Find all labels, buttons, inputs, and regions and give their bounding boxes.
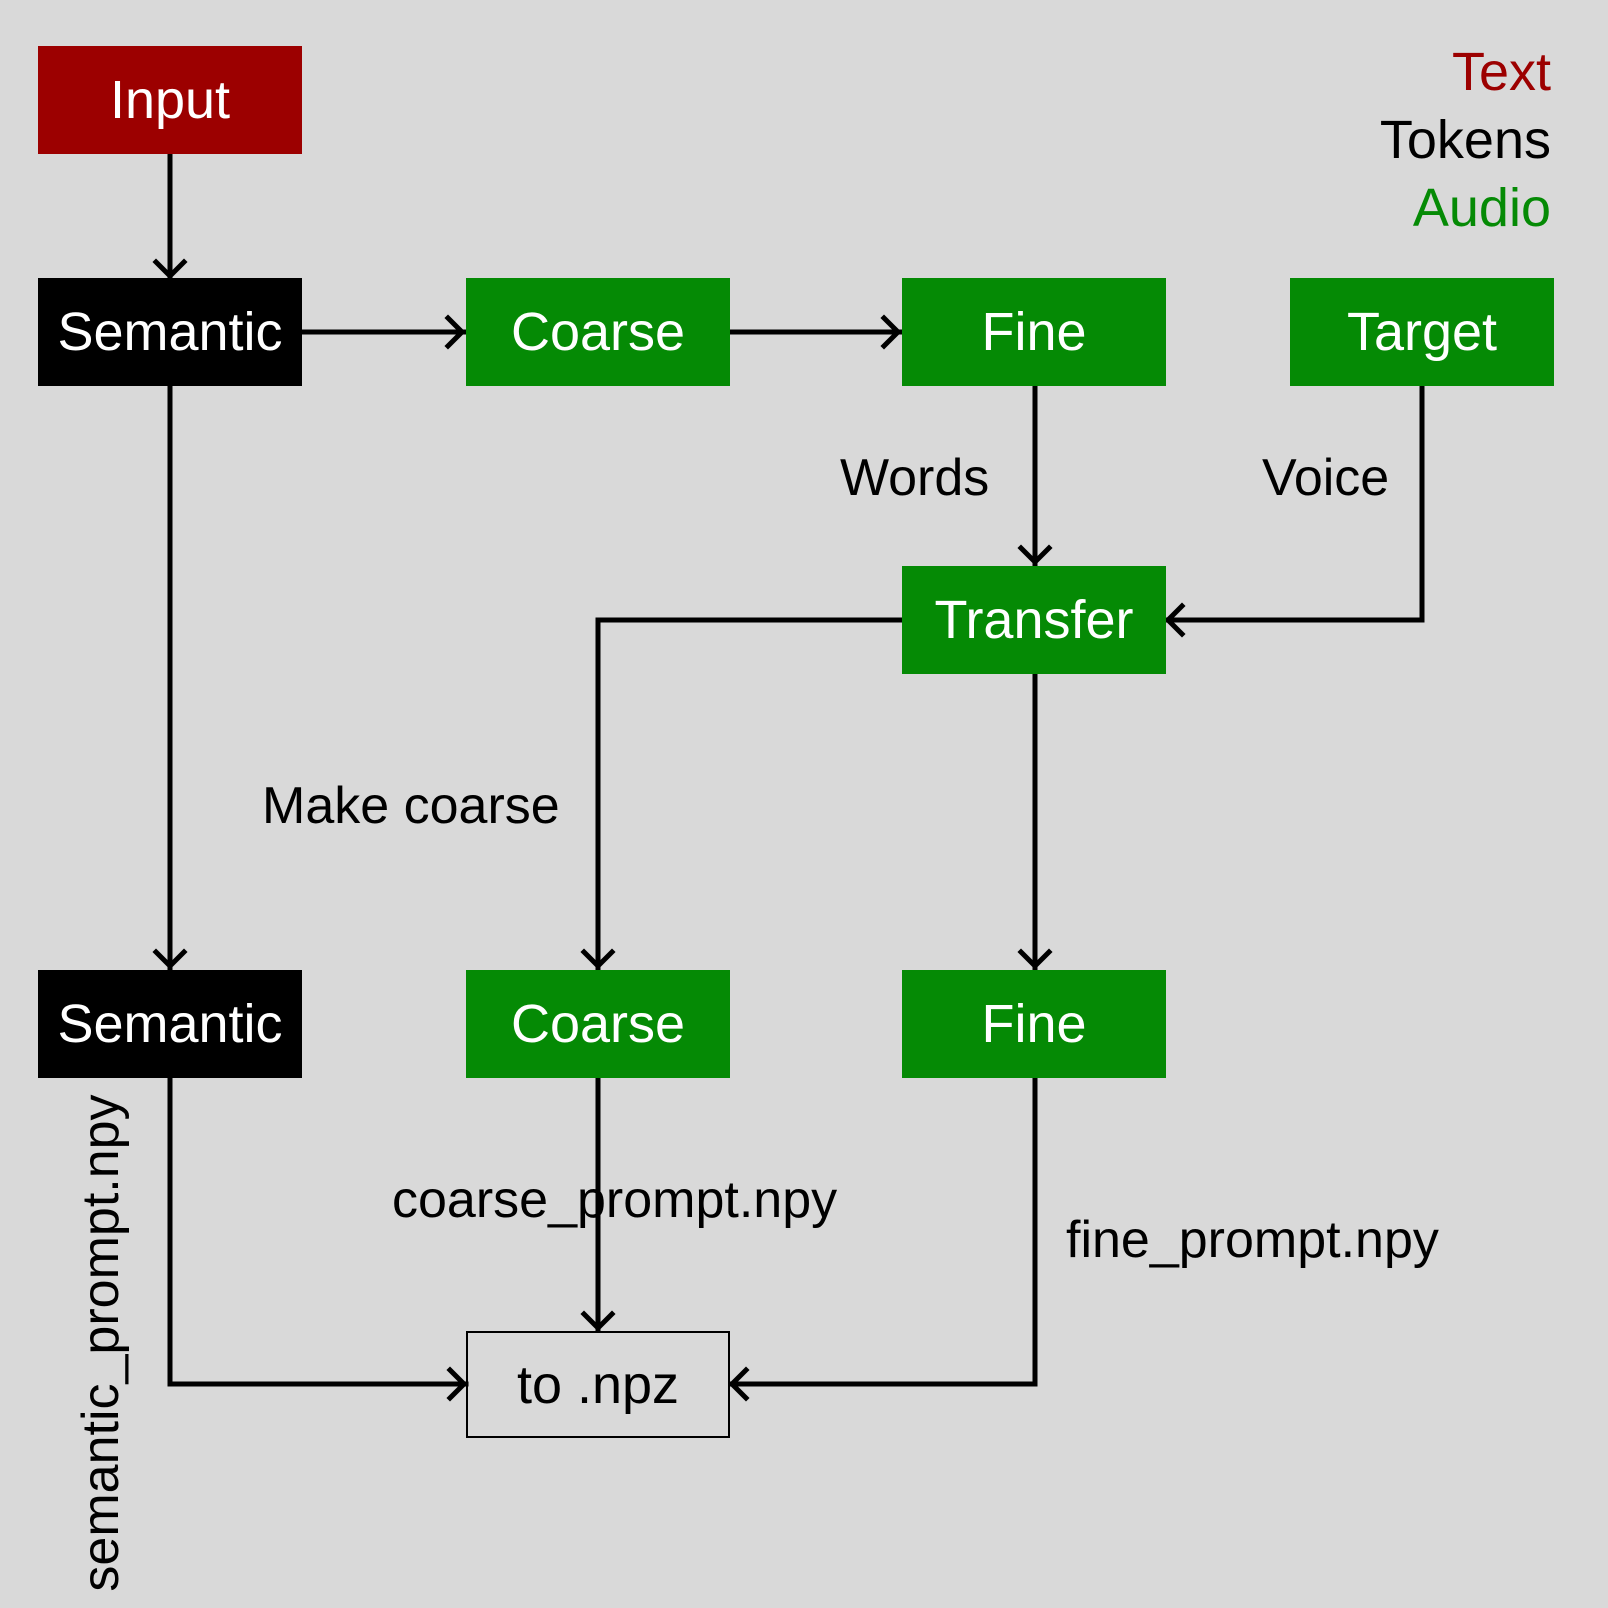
arrowhead xyxy=(1017,544,1053,566)
arrowhead xyxy=(152,948,188,970)
legend-audio: Audio xyxy=(1412,178,1551,238)
arrowhead xyxy=(880,314,902,350)
arrowhead xyxy=(446,1366,468,1402)
node-input: Input xyxy=(38,46,302,154)
legend-tokens: Tokens xyxy=(1379,110,1551,170)
arrowhead xyxy=(1164,602,1186,638)
arrowhead xyxy=(152,258,188,280)
node-coarse-bottom: Coarse xyxy=(466,970,730,1078)
arrowhead xyxy=(1017,948,1053,970)
edge-label-fine-prompt: fine_prompt.npy xyxy=(1066,1211,1439,1269)
edge-transfer-to-coarse xyxy=(595,617,905,971)
edge-fine-to-npz xyxy=(729,1075,1038,1387)
node-fine-top: Fine xyxy=(902,278,1166,386)
node-coarse-top: Coarse xyxy=(466,278,730,386)
node-semantic-top: Semantic xyxy=(38,278,302,386)
node-npz: to .npz xyxy=(466,1331,730,1438)
node-target: Target xyxy=(1290,278,1554,386)
edge-label-semantic-prompt: semantic_prompt.npy xyxy=(72,1094,130,1592)
arrowhead xyxy=(728,1366,750,1402)
edge-label-words: Words xyxy=(840,449,990,507)
arrowhead xyxy=(444,314,466,350)
arrowhead xyxy=(580,948,616,970)
edge-label-coarse-prompt: coarse_prompt.npy xyxy=(392,1171,838,1229)
arrowhead xyxy=(580,1310,616,1332)
node-fine-bottom: Fine xyxy=(902,970,1166,1078)
legend: Text Tokens Audio xyxy=(1380,38,1551,242)
edge-semantic-to-npz xyxy=(167,1075,469,1387)
edge-label-voice: Voice xyxy=(1262,449,1390,507)
edge-target-to-transfer xyxy=(1165,383,1425,623)
node-semantic-bottom: Semantic xyxy=(38,970,302,1078)
legend-text: Text xyxy=(1451,42,1551,102)
node-transfer: Transfer xyxy=(902,566,1166,674)
edge-label-make-coarse: Make coarse xyxy=(262,777,560,835)
